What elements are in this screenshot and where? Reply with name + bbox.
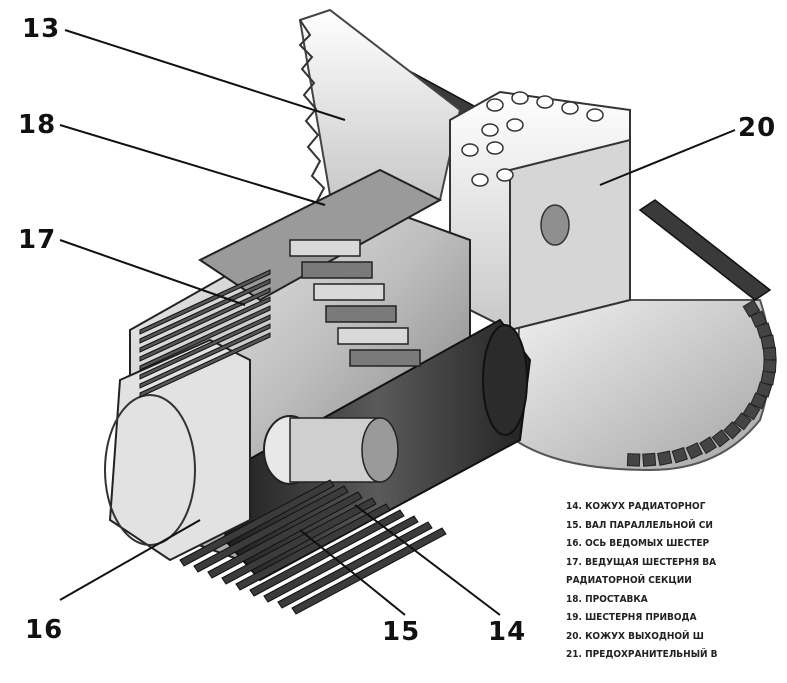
radiator-fin	[179, 479, 335, 567]
bolt-hole	[506, 118, 524, 132]
legend-item: 16. ОСЬ ВЕДОМЫХ ШЕСТЕР	[566, 538, 710, 549]
bolt-hole	[496, 168, 514, 182]
gear-tooth	[723, 421, 742, 440]
radiator-rib	[139, 323, 271, 389]
legend-item: 17. ВЕДУЩАЯ ШЕСТЕРНЯ ВА	[566, 556, 717, 568]
bolt-hole	[486, 141, 504, 155]
gear-tooth	[762, 359, 777, 373]
radiator-fin	[207, 491, 363, 579]
bolt-hole	[486, 98, 504, 112]
radiator-rib	[139, 332, 271, 398]
legend-item: 20. КОЖУХ ВЫХОДНОЙ Ш	[566, 630, 704, 642]
bolt-hole	[471, 173, 489, 187]
gear-segment	[301, 261, 373, 279]
radiator-rib	[139, 269, 271, 335]
gear-tooth	[750, 392, 768, 410]
legend-item: 15. ВАЛ ПАРАЛЛЕЛЬНОЙ СИ	[566, 519, 713, 531]
output-housing	[449, 90, 631, 332]
gear-tooth	[671, 447, 688, 464]
callout-13: 13	[22, 14, 61, 44]
callout-14: 14	[488, 617, 527, 647]
callout-17: 17	[18, 225, 57, 255]
gear-tooth	[699, 436, 717, 455]
gear-segment	[349, 349, 421, 367]
legend-item: 14. КОЖУХ РАДИАТОРНОГ	[566, 501, 706, 512]
radiator-fin	[221, 497, 377, 585]
gear-tooth	[742, 299, 761, 318]
gear-tooth	[711, 429, 730, 448]
bolt-hole	[461, 143, 479, 157]
radiator-rib	[139, 287, 271, 353]
gear-tooth	[760, 334, 776, 350]
legend-item: РАДИАТОРНОЙ СЕКЦИИ	[566, 575, 692, 586]
radiator-fin	[291, 527, 447, 615]
large-gear-wheel	[513, 299, 777, 472]
parts-legend: 14. КОЖУХ РАДИАТОРНОГ 15. ВАЛ ПАРАЛЛЕЛЬН…	[566, 498, 787, 665]
bolt-hole	[481, 123, 499, 137]
gear-segment	[337, 327, 409, 345]
gear-segment	[289, 239, 361, 257]
legend-item: 19. ШЕСТЕРНЯ ПРИВОДА	[566, 612, 697, 623]
bolt-hole	[511, 91, 529, 105]
callout-20: 20	[738, 113, 777, 143]
radiator-rib	[139, 305, 271, 371]
gearbox-body	[104, 168, 532, 615]
gear-tooth	[762, 347, 777, 361]
callout-15: 15	[382, 617, 421, 647]
gear-tooth	[733, 412, 752, 431]
bolt-hole	[586, 108, 604, 122]
gear-tooth	[642, 452, 657, 467]
radiator-rib	[139, 314, 271, 380]
legend-item: 18. ПРОСТАВКА	[566, 593, 648, 605]
radiator-fin	[277, 521, 433, 609]
gear-tooth	[742, 402, 761, 421]
radiator-fin	[193, 485, 349, 573]
legend-item: 21. ПРЕДОХРАНИТЕЛЬНЫЙ В	[566, 649, 718, 660]
callout-18: 18	[18, 110, 57, 140]
bolt-hole	[536, 95, 554, 109]
gear-tooth	[685, 442, 703, 460]
gear-tooth	[626, 453, 641, 467]
callout-16: 16	[25, 615, 64, 645]
radiator-fin	[235, 503, 391, 591]
leader-lines	[59, 29, 736, 616]
radiator-fin	[263, 515, 419, 603]
radiator-rib	[139, 296, 271, 362]
gear-tooth	[756, 381, 773, 398]
gear-segment	[313, 283, 385, 301]
gear-segment	[325, 305, 397, 323]
bolt-hole	[561, 101, 579, 115]
gear-tooth	[657, 450, 673, 466]
